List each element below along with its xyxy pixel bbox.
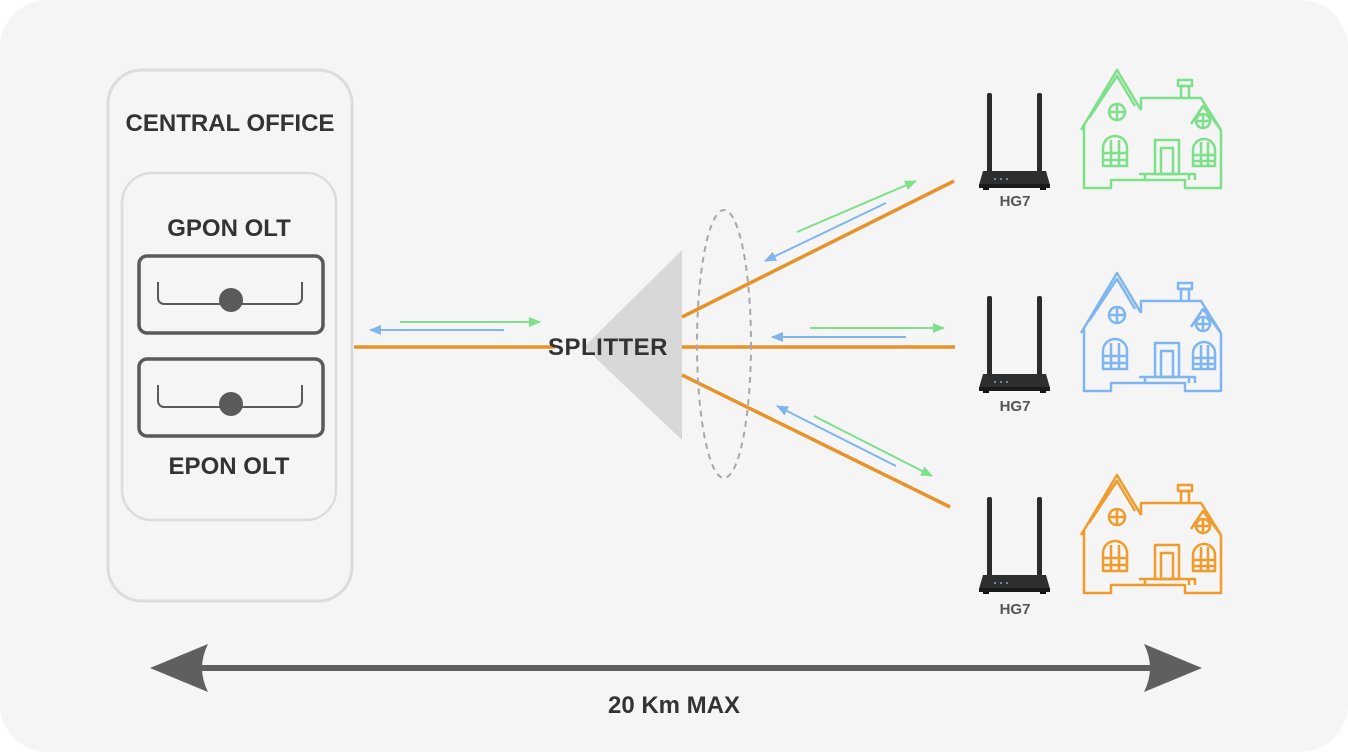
house-icon-blue [1079, 271, 1223, 393]
drop-fiber-1 [681, 179, 955, 319]
drop-3-downstream-arrow [813, 415, 933, 477]
drop-fiber-3 [681, 373, 951, 509]
router-label-2: HG7 [999, 398, 1031, 415]
distance-label: 20 Km MAX [607, 692, 741, 719]
central-office-title: CENTRAL OFFICE [125, 110, 335, 137]
router-label-1: HG7 [999, 193, 1031, 210]
splitter-label: SPLITTER [548, 334, 669, 361]
splitter-ring [696, 209, 752, 479]
house-icon-green [1079, 68, 1223, 190]
distance-arrow [150, 644, 1202, 692]
epon-olt-label: EPON OLT [168, 453, 290, 480]
router-icon-2 [979, 296, 1050, 393]
epon-olt-device [137, 357, 325, 438]
router-label-3: HG7 [999, 601, 1031, 618]
olt-group-frame [120, 171, 338, 522]
gpon-olt-device [137, 254, 325, 335]
house-icon-orange [1079, 473, 1223, 595]
router-icon-3 [979, 497, 1050, 594]
drop-1-downstream-arrow [796, 180, 917, 233]
drop-3-upstream-arrow [776, 405, 897, 467]
splitter-triangle [584, 250, 682, 440]
drop-1-upstream-arrow [764, 202, 887, 262]
router-icon-1 [979, 93, 1050, 190]
gpon-olt-label: GPON OLT [167, 215, 291, 242]
